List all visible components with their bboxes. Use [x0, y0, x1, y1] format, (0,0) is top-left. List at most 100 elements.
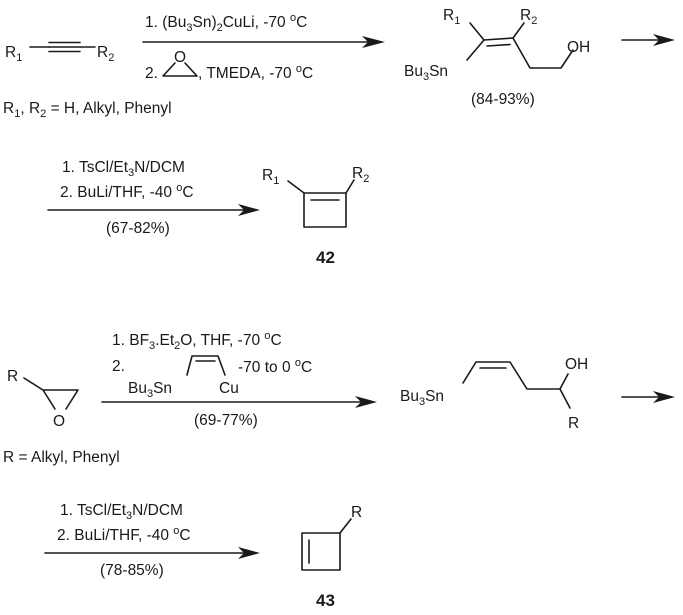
- subscript: 1: [273, 175, 279, 187]
- continuation-arrow-2: [621, 391, 675, 403]
- text-segment: Sn: [429, 63, 448, 80]
- r2-label: R2: [352, 165, 369, 185]
- continuation-arrow-1: [621, 34, 675, 46]
- conditions-line-2: 2. BuLi/THF, -40 oC: [60, 182, 194, 201]
- reaction-arrow-1: [142, 36, 385, 48]
- epoxide-reactant: R O: [7, 368, 79, 430]
- subscript: 3: [128, 167, 134, 179]
- subscript: 2: [174, 340, 180, 352]
- text-segment: R: [443, 7, 454, 24]
- superscript: o: [290, 12, 296, 24]
- text-segment: C: [179, 527, 190, 544]
- text-segment: Sn: [425, 388, 444, 405]
- subscript: 3: [149, 340, 155, 352]
- text-segment: Sn: [153, 380, 172, 397]
- text-segment: , TMEDA, -70: [198, 65, 296, 82]
- text-segment: C: [182, 184, 193, 201]
- epoxide-oxygen: O: [174, 49, 186, 66]
- text-segment: .Et: [155, 332, 175, 349]
- substituents-note: R = Alkyl, Phenyl: [3, 449, 120, 466]
- text-segment: , R: [20, 100, 40, 117]
- text-segment: OH: [567, 39, 590, 56]
- r2-label: R2: [520, 7, 537, 27]
- conditions-step-number: 2.: [145, 65, 158, 82]
- text-segment: (84-93%): [471, 91, 535, 108]
- text-segment: 43: [316, 591, 335, 610]
- text-segment: R: [351, 504, 362, 521]
- epoxide-icon: O: [162, 49, 198, 77]
- cis-vinylcuprate-reagent: Bu3Sn Cu: [128, 355, 239, 400]
- conditions-line-1: 1. TsCl/Et3N/DCM: [62, 159, 185, 179]
- reaction-arrow-4: [44, 547, 260, 559]
- text-segment: Bu: [404, 63, 423, 80]
- r-label: R: [351, 504, 362, 521]
- text-segment: 1. TsCl/Et: [60, 502, 127, 519]
- text-segment: R = Alkyl, Phenyl: [3, 449, 120, 466]
- text-segment: O: [174, 49, 186, 66]
- text-segment: R: [3, 100, 14, 117]
- text-segment: R: [352, 165, 363, 182]
- r-label: R: [568, 415, 579, 432]
- superscript: o: [173, 525, 179, 537]
- text-segment: OH: [565, 356, 588, 373]
- superscript: o: [295, 357, 301, 369]
- text-segment: (67-82%): [106, 220, 170, 237]
- hydroxyl-label: OH: [565, 356, 588, 373]
- text-segment: C: [296, 14, 307, 31]
- reaction-arrow-2: [47, 204, 260, 216]
- superscript: o: [264, 330, 270, 342]
- text-segment: 1. (Bu: [145, 14, 186, 31]
- text-segment: Bu: [128, 380, 147, 397]
- text-segment: R: [520, 7, 531, 24]
- epoxide-oxygen: O: [53, 413, 65, 430]
- text-segment: (69-77%): [194, 412, 258, 429]
- text-segment: O, THF, -70: [180, 332, 264, 349]
- conditions-line-2: , TMEDA, -70 oC: [198, 63, 313, 82]
- compound-number: 43: [316, 591, 335, 610]
- text-segment: 42: [316, 248, 335, 267]
- compound-number: 42: [316, 248, 335, 267]
- text-segment: (78-85%): [100, 562, 164, 579]
- conditions-step-number: 2.: [112, 358, 125, 375]
- text-segment: Cu: [219, 380, 239, 397]
- homoallylic-alcohol-intermediate: Bu3Sn OH R: [400, 356, 588, 432]
- yield-label: (78-85%): [100, 562, 164, 579]
- subscript: 2: [531, 15, 537, 27]
- tributylstannyl-label: Bu3Sn: [400, 388, 444, 408]
- subscript: 3: [419, 396, 425, 408]
- tributylstannyl-label: Bu3Sn: [404, 63, 448, 83]
- text-segment: 1. BF: [112, 332, 149, 349]
- conditions-line-1: 1. (Bu3Sn)2CuLi, -70 oC: [145, 12, 307, 34]
- subscript: 3: [126, 510, 132, 522]
- text-segment: C: [271, 332, 282, 349]
- text-segment: N/DCM: [134, 159, 185, 176]
- conditions-line-2: -70 to 0 oC: [238, 357, 312, 376]
- r1-label: R1: [5, 44, 22, 64]
- text-segment: R: [5, 44, 16, 61]
- r-label: R: [7, 368, 18, 385]
- superscript: o: [296, 63, 302, 75]
- text-segment: 2. BuLi/THF, -40: [57, 527, 173, 544]
- text-segment: 2.: [145, 65, 158, 82]
- subscript: 1: [14, 108, 20, 120]
- cyclobutene-product-43: R 43: [301, 504, 362, 610]
- text-segment: C: [301, 359, 312, 376]
- subscript: 2: [40, 108, 46, 120]
- subscript: 1: [16, 52, 22, 64]
- text-segment: R: [568, 415, 579, 432]
- text-segment: 2. BuLi/THF, -40: [60, 184, 176, 201]
- r1-label: R1: [443, 7, 460, 27]
- subscript: 3: [147, 388, 153, 400]
- text-segment: -70 to 0: [238, 359, 295, 376]
- text-segment: C: [302, 65, 313, 82]
- text-segment: N/DCM: [132, 502, 183, 519]
- subscript: 2: [363, 173, 369, 185]
- text-segment: R: [97, 44, 108, 61]
- tributylstannyl-label: Bu3Sn: [128, 380, 172, 400]
- superscript: o: [176, 182, 182, 194]
- yield-label: (67-82%): [106, 220, 170, 237]
- text-segment: CuLi, -70: [223, 14, 290, 31]
- subscript: 1: [454, 15, 460, 27]
